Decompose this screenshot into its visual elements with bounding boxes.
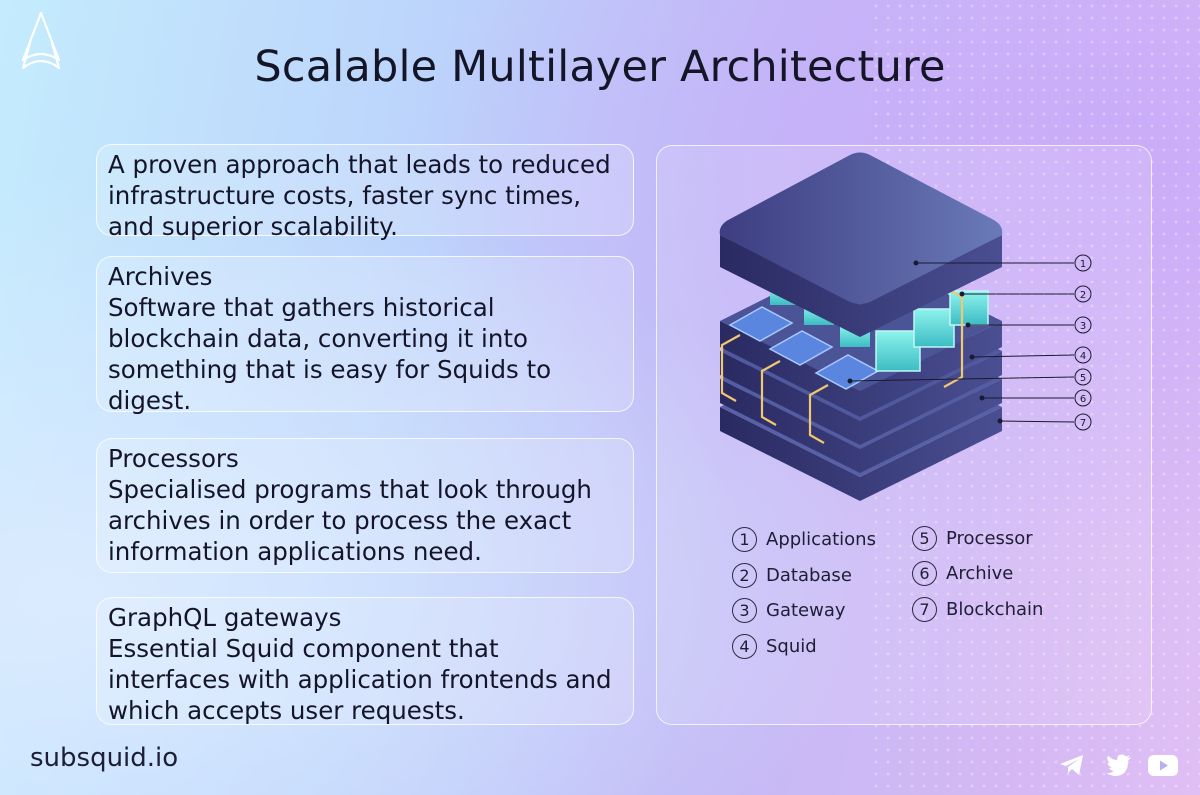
legend-item-database: 2 Database: [732, 563, 852, 588]
graphql-card: GraphQL gateways Essential Squid compone…: [96, 597, 634, 725]
twitter-icon[interactable]: [1105, 752, 1133, 778]
callout-5: 5: [1074, 368, 1092, 386]
legend-num: 1: [732, 527, 757, 552]
archives-title: Archives: [108, 262, 213, 291]
leader-lines: [847, 260, 1075, 424]
callout-6: 6: [1074, 389, 1092, 407]
legend-label: Archive: [946, 563, 1014, 584]
legend-num: 7: [912, 597, 937, 622]
legend-label: Processor: [946, 528, 1033, 549]
legend-item-gateway: 3 Gateway: [732, 598, 846, 623]
graphql-title: GraphQL gateways: [108, 603, 342, 632]
legend-num: 4: [732, 634, 757, 659]
callout-3: 3: [1074, 316, 1092, 334]
graphql-text: Essential Squid component that interface…: [108, 634, 612, 725]
architecture-diagram: 1 2 3 4 5 6 7: [719, 152, 1092, 501]
callout-label: 4: [1080, 351, 1086, 362]
legend-num: 6: [912, 561, 937, 586]
callout-label: 3: [1080, 321, 1086, 332]
telegram-icon[interactable]: [1058, 752, 1086, 778]
legend-label: Applications: [766, 529, 876, 550]
legend-label: Gateway: [766, 600, 846, 621]
callout-label: 5: [1080, 373, 1086, 384]
legend-label: Blockchain: [946, 599, 1044, 620]
processors-card: Processors Specialised programs that loo…: [96, 438, 634, 573]
callout-label: 6: [1080, 394, 1086, 405]
legend-num: 2: [732, 563, 757, 588]
processors-text: Specialised programs that look through a…: [108, 475, 592, 566]
callout-1: 1: [1074, 254, 1092, 272]
processors-title: Processors: [108, 444, 239, 473]
callout-markers: 1 2 3 4 5 6 7: [1074, 254, 1092, 431]
archives-text: Software that gathers historical blockch…: [108, 293, 552, 415]
callout-label: 7: [1080, 418, 1086, 429]
applications-layer: [719, 152, 1003, 337]
logo-icon: [21, 11, 61, 70]
legend-item-archive: 6 Archive: [912, 561, 1013, 586]
callout-4: 4: [1074, 346, 1092, 364]
legend-label: Database: [766, 565, 852, 586]
intro-card: A proven approach that leads to reduced …: [96, 144, 634, 241]
footer-brand[interactable]: subsquid.io: [30, 743, 179, 773]
legend-item-squid: 4 Squid: [732, 634, 817, 659]
callout-label: 2: [1080, 290, 1086, 301]
legend-item-blockchain: 7 Blockchain: [912, 597, 1043, 622]
legend-num: 3: [732, 598, 757, 623]
page-title: Scalable Multilayer Architecture: [254, 42, 946, 92]
callout-label: 1: [1080, 259, 1086, 270]
callout-7: 7: [1074, 413, 1092, 431]
legend-item-processor: 5 Processor: [912, 526, 1033, 551]
archives-card: Archives Software that gathers historica…: [96, 256, 634, 415]
legend-label: Squid: [766, 636, 817, 657]
legend-num: 5: [912, 526, 937, 551]
legend-item-applications: 1 Applications: [732, 527, 876, 552]
intro-text: A proven approach that leads to reduced …: [108, 150, 611, 241]
callout-2: 2: [1074, 285, 1092, 303]
youtube-icon[interactable]: [1147, 752, 1179, 778]
